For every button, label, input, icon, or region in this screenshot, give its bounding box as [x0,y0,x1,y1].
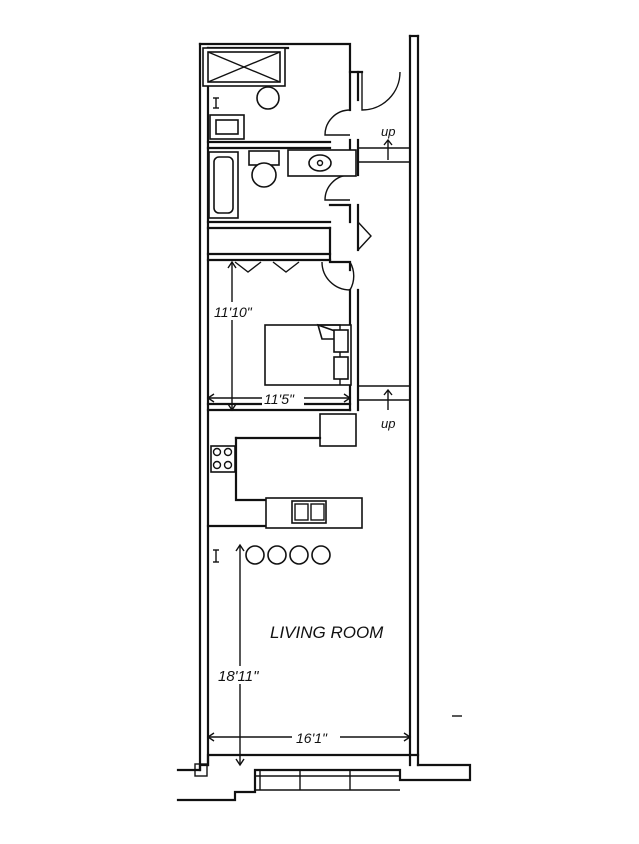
bathtub [208,151,239,219]
bed [264,323,352,386]
door-swings [321,71,401,291]
stair-up-arrow-lower [383,388,393,410]
stair-up-label-lower: up [381,416,395,431]
living-depth-label: 18'11" [218,668,259,685]
water-heater [256,86,280,110]
cooktop [210,445,236,473]
living-room-label: LIVING ROOM [270,623,384,642]
closet-door [357,221,372,251]
utility-sink [209,97,245,140]
kitchen-sink [291,500,327,524]
stair-up-label-upper: up [381,124,395,139]
laundry-unit [202,47,286,87]
bath-vanity [287,149,357,177]
bedroom-depth-label: 11'10" [214,304,253,320]
living-width-label: 16'1" [296,730,328,746]
bar-stools [245,545,331,565]
toilet [248,150,280,188]
bedroom-width-label: 11'5" [264,391,295,407]
stair-up-arrow-upper [383,138,393,160]
closet-bifold-doors [234,261,300,273]
